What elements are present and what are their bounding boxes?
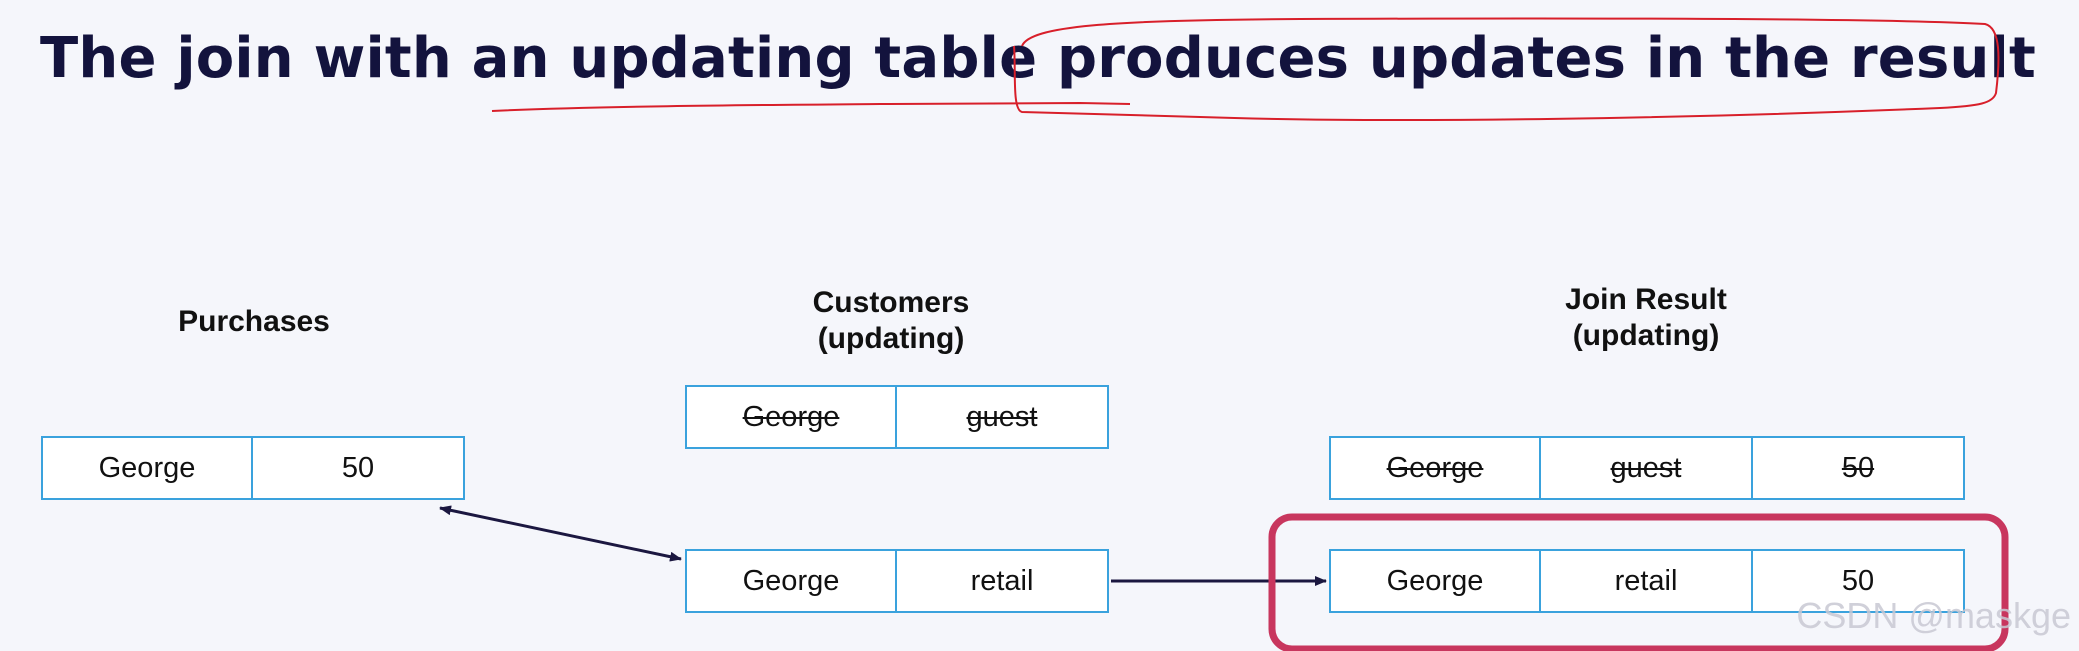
join-result-label-line1: Join Result bbox=[1565, 283, 1727, 316]
customers-old-name-cell: George bbox=[685, 385, 897, 449]
hand-drawn-underline bbox=[491, 101, 1131, 112]
purchases-label-text: Purchases bbox=[178, 305, 330, 338]
join-result-old-name: George bbox=[1386, 451, 1484, 484]
join-result-new-name: George bbox=[1386, 564, 1484, 597]
join-result-old-status: guest bbox=[1610, 451, 1682, 484]
purchases-row: George 50 bbox=[41, 436, 465, 500]
join-result-new-status: retail bbox=[1614, 564, 1678, 597]
customers-label-line1: Customers bbox=[812, 286, 970, 319]
purchases-name: George bbox=[98, 451, 196, 484]
customers-new-status-cell: retail bbox=[897, 549, 1109, 613]
purchases-amount: 50 bbox=[341, 451, 375, 484]
join-result-new-status-cell: retail bbox=[1541, 549, 1753, 613]
customers-label: Customers (updating) bbox=[741, 285, 1041, 357]
join-result-old-amount-cell: 50 bbox=[1753, 436, 1965, 500]
purchases-amount-cell: 50 bbox=[253, 436, 465, 500]
customers-new-row: George retail bbox=[685, 549, 1109, 613]
customers-new-name: George bbox=[742, 564, 840, 597]
slide-title: The join with an updating table produces… bbox=[40, 26, 2036, 91]
watermark: CSDN @maskge bbox=[1796, 595, 2071, 636]
customers-label-line2: (updating) bbox=[817, 322, 965, 355]
join-link-arrow bbox=[439, 505, 682, 562]
join-result-label-line2: (updating) bbox=[1572, 319, 1720, 352]
customers-old-status: guest bbox=[966, 400, 1038, 433]
join-result-old-name-cell: George bbox=[1329, 436, 1541, 500]
customers-old-status-cell: guest bbox=[897, 385, 1109, 449]
customers-new-name-cell: George bbox=[685, 549, 897, 613]
customers-old-row: George guest bbox=[685, 385, 1109, 449]
join-result-new-name-cell: George bbox=[1329, 549, 1541, 613]
purchases-label: Purchases bbox=[154, 304, 354, 340]
purchases-name-cell: George bbox=[41, 436, 253, 500]
join-result-old-amount: 50 bbox=[1841, 451, 1875, 484]
customers-new-status: retail bbox=[970, 564, 1034, 597]
customers-old-name: George bbox=[742, 400, 840, 433]
join-result-old-status-cell: guest bbox=[1541, 436, 1753, 500]
join-result-old-row: George guest 50 bbox=[1329, 436, 1965, 500]
join-result-new-amount: 50 bbox=[1841, 564, 1875, 597]
join-result-label: Join Result (updating) bbox=[1496, 282, 1796, 354]
